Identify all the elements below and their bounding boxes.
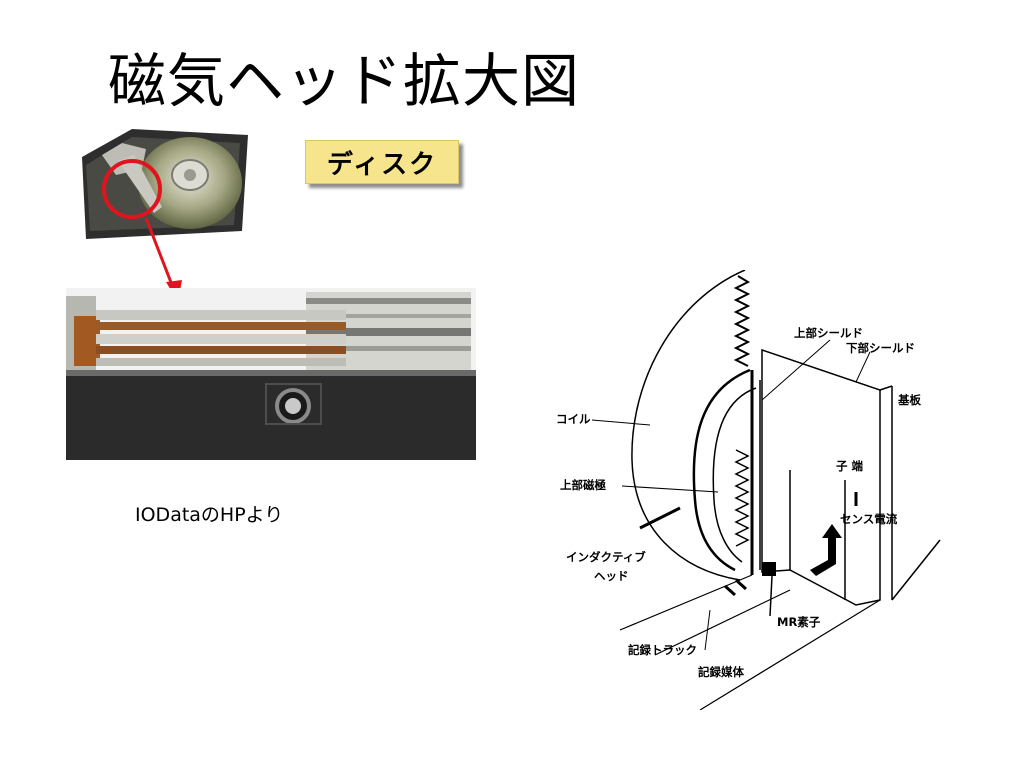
mr-element-block [762,562,776,576]
label-upper-pole: 上部磁極 [560,478,606,492]
label-terminal: 子 端 [836,459,864,473]
mr-head-diagram: コイル 上部磁極 インダクティブ ヘッド 記録トラック 記録媒体 MR素子 セン… [556,270,941,710]
label-inductive-head-2: ヘッド [594,569,629,583]
label-upper-shield: 上部シールド [794,326,863,340]
label-substrate: 基板 [897,393,921,407]
label-inductive-head-1: インダクティブ [566,550,646,564]
label-recording-track: 記録トラック [628,643,697,657]
source-caption: IODataのHPより [135,504,284,526]
sense-current-arrow [810,524,842,576]
label-lower-shield: 下部シールド [846,341,915,355]
hdd-photo [72,125,250,242]
coil-housing-outline [631,270,746,581]
coil-upper [733,275,751,367]
label-sense-current: センス電流 [840,512,898,526]
head-closeup-photo [66,288,476,460]
slide-title: 磁気ヘッド拡大図 [108,47,581,115]
label-coil: コイル [556,412,591,426]
disk-label-box: ディスク [305,140,459,184]
label-recording-medium: 記録媒体 [698,665,744,679]
label-mr-element: MR素子 [777,615,821,629]
disk-label: ディスク [326,149,438,180]
coil-lower [734,449,750,547]
